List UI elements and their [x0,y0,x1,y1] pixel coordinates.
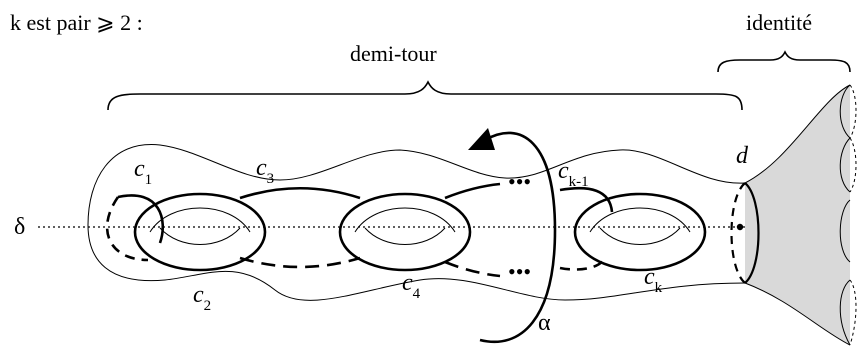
curve-c5 [444,182,501,200]
label-c3: c3 [256,155,274,187]
curve-c1 [117,194,164,244]
curve-ck1-hidden [559,257,607,271]
curve-c3 [239,186,361,200]
curve-ck [573,192,707,272]
ellipsis-bottom: ••• [508,259,531,284]
rotation-arc [479,131,557,344]
label-c1: c1 [134,156,152,188]
label-delta: δ [14,214,25,240]
label-c2: c2 [193,282,211,314]
label-alpha: α [538,310,551,336]
curve-ck1 [559,186,614,213]
label-identite: identité [746,10,812,35]
rotation-arrowhead [468,128,495,150]
identity-outline [744,84,851,346]
surface-outline [87,144,746,301]
identity-region [745,85,850,345]
curves-c [105,182,707,278]
curve-c3-hidden [239,256,361,269]
curve-d [744,182,760,284]
label-d: d [736,143,749,169]
label-demi-tour: demi-tour [350,41,437,66]
ellipsis-top: ••• [508,169,531,194]
curve-c2 [133,192,267,272]
curve-d-hidden [730,182,746,284]
curve-c5-hidden [444,260,501,278]
brace-demi-tour [107,80,743,111]
handles [149,207,691,245]
label-ck1: ck-1 [558,158,589,190]
curve-c4 [338,192,472,272]
label-ck: ck [644,264,663,296]
brace-identite [717,50,851,73]
boundary-components [839,84,857,346]
label-c4: c4 [402,270,421,302]
condition-text: k est pair ⩾ 2 : [10,10,143,35]
